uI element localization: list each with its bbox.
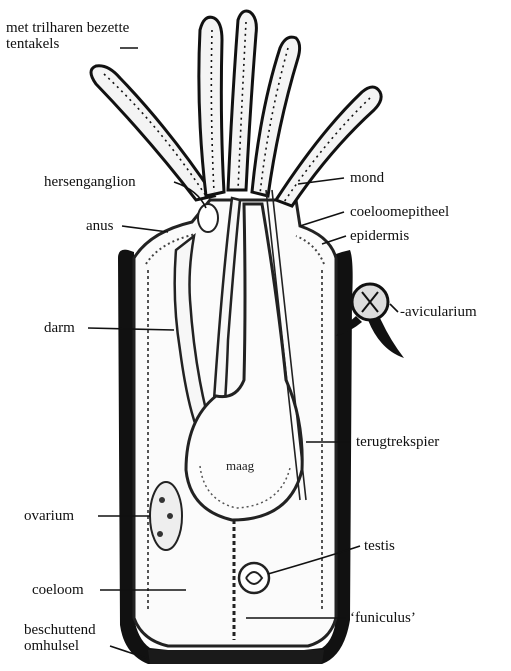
label-beschuttend-omhulsel: beschuttend omhulsel: [24, 622, 96, 654]
label-tentakels: met trilharen bezette tentakels: [6, 20, 129, 52]
label-mond: mond: [350, 170, 384, 186]
label-maag: maag: [226, 458, 254, 474]
label-hersenganglion: hersenganglion: [44, 174, 136, 190]
label-terugtrekspier: terugtrekspier: [356, 434, 439, 450]
label-coeloomepitheel: coeloomepitheel: [350, 204, 449, 220]
label-avicularium: -avicularium: [400, 304, 477, 320]
label-darm: darm: [44, 320, 75, 336]
label-testis: testis: [364, 538, 395, 554]
label-epidermis: epidermis: [350, 228, 409, 244]
testis-organ: [239, 563, 269, 593]
ovarium-organ: [150, 482, 182, 550]
ganglion: [198, 204, 218, 232]
label-funiculus: ‘funiculus’: [350, 610, 416, 626]
label-coeloom: coeloom: [32, 582, 84, 598]
label-anus: anus: [86, 218, 114, 234]
label-ovarium: ovarium: [24, 508, 74, 524]
